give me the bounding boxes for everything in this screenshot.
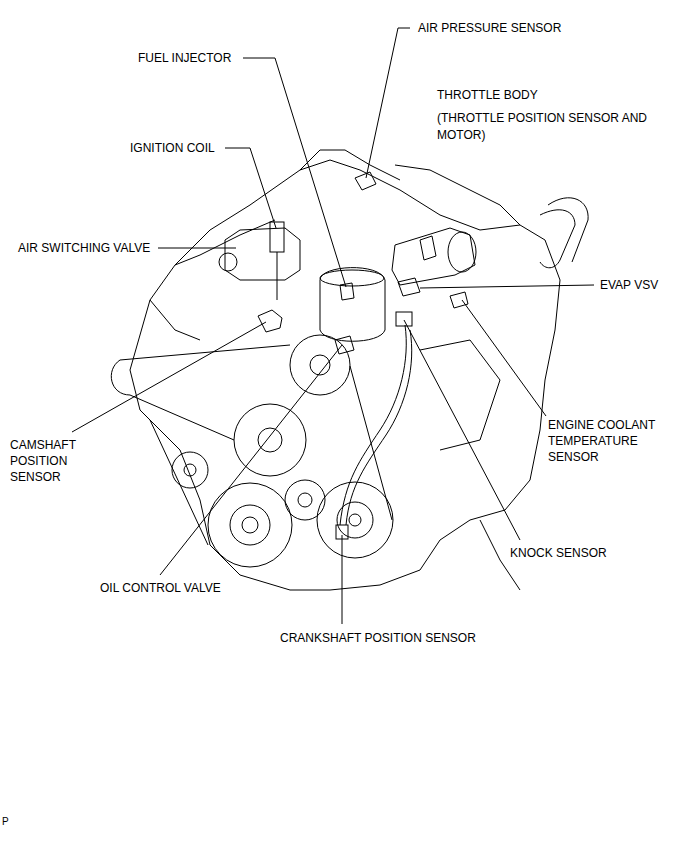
part-label: KNOCK SENSOR	[510, 545, 607, 561]
part-label: P	[2, 814, 9, 830]
part-label: EVAP VSV	[600, 277, 658, 293]
part-label: CAMSHAFT POSITION SENSOR	[10, 437, 100, 485]
part-label: AIR PRESSURE SENSOR	[418, 20, 561, 36]
engine-outline	[111, 150, 588, 590]
part-label: THROTTLE BODY	[437, 87, 538, 103]
part-label: OIL CONTROL VALVE	[100, 580, 221, 596]
part-label: IGNITION COIL	[130, 140, 215, 156]
part-label: ENGINE COOLANT TEMPERATURE SENSOR	[548, 417, 673, 465]
part-label: CRANKSHAFT POSITION SENSOR	[280, 630, 476, 646]
part-label: FUEL INJECTOR	[138, 50, 231, 66]
part-label: (THROTTLE POSITION SENSOR AND MOTOR)	[437, 110, 652, 144]
part-label: AIR SWITCHING VALVE	[18, 240, 150, 256]
